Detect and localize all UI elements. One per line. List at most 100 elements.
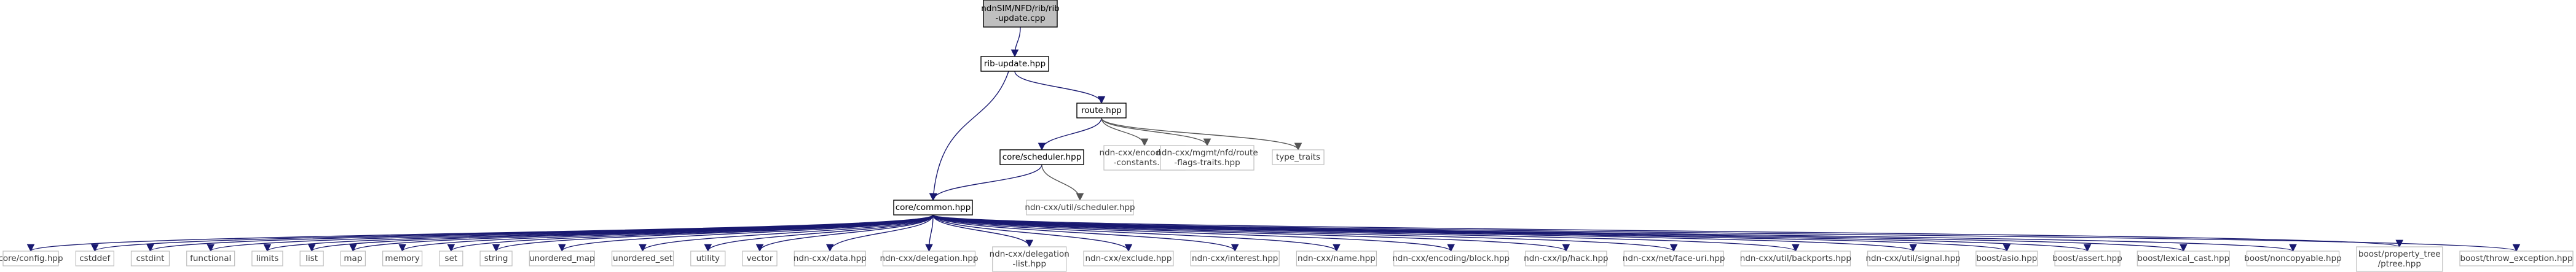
- node-memory: memory: [382, 251, 423, 266]
- node-box: [980, 56, 1049, 72]
- node-box: [439, 251, 463, 266]
- edge-core_common-to-lp_hack: [932, 214, 1570, 252]
- node-label: ndn-cxx/util/backports.hpp: [1740, 254, 1851, 263]
- node-box: [1525, 251, 1607, 266]
- node-label: ndn-cxx/util/scheduler.hpp: [1025, 203, 1135, 212]
- node-label: memory: [385, 254, 419, 263]
- node-root[interactable]: ndnSIM/NFD/rib/rib-update.cpp: [981, 0, 1060, 28]
- node-box: [1867, 251, 1960, 266]
- node-noncopyable: boost/noncopyable.hpp: [2244, 251, 2342, 266]
- edge-core_common-to-string: [492, 214, 934, 252]
- node-box: [2137, 251, 2230, 266]
- node-core-common[interactable]: core/common.hpp: [893, 200, 973, 216]
- edge-core_common-to-interest_hpp: [932, 214, 1239, 252]
- edge-core_common-to-block_hpp: [932, 214, 1455, 252]
- node-label: unordered_map: [529, 254, 594, 263]
- node-data-hpp: ndn-cxx/data.hpp: [794, 251, 867, 266]
- node-rib-update-hpp[interactable]: rib-update.hpp: [980, 56, 1049, 72]
- node-label: ndn-cxx/mgmt/nfd/route: [1156, 148, 1258, 158]
- edge-route_hpp-to-nfd_constants: [1101, 117, 1149, 147]
- node-util-scheduler: ndn-cxx/util/scheduler.hpp: [1025, 200, 1135, 216]
- node-list: list: [299, 251, 324, 266]
- node-backports: ndn-cxx/util/backports.hpp: [1740, 251, 1851, 266]
- node-box: [2246, 251, 2340, 266]
- node-box: [611, 251, 674, 266]
- node-label: boost/assert.hpp: [2052, 254, 2122, 263]
- edge-core_common-to-name_hpp: [932, 214, 1341, 252]
- node-label: boost/property_tree: [2358, 249, 2441, 259]
- node-throw-exception: boost/throw_exception.hpp: [2459, 251, 2574, 266]
- node-label: -constants.hpp: [1114, 158, 1176, 168]
- node-functional: functional: [186, 251, 235, 266]
- node-box: [690, 251, 726, 266]
- node-vector: vector: [742, 251, 778, 266]
- node-box: [893, 200, 973, 216]
- node-name-hpp: ndn-cxx/name.hpp: [1296, 251, 1377, 266]
- node-box: [1623, 251, 1724, 266]
- edge-route_hpp-to-type_traits: [1101, 117, 1302, 151]
- edge-core_common-to-vector: [755, 214, 934, 252]
- node-box: [75, 251, 114, 266]
- node-box: [2, 251, 59, 266]
- node-label: cstddef: [79, 254, 111, 263]
- node-label: ndn-cxx/net/face-uri.hpp: [1623, 254, 1725, 263]
- node-delegation-hpp: ndn-cxx/delegation.hpp: [880, 251, 979, 266]
- node-interest-hpp: ndn-cxx/interest.hpp: [1190, 251, 1280, 266]
- node-label: ndn-cxx/encoding/block.hpp: [1392, 254, 1510, 263]
- node-label: map: [344, 254, 362, 263]
- edge-rib_update_hpp-to-route_hpp: [1014, 71, 1106, 104]
- node-limits: limits: [251, 251, 283, 266]
- node-map: map: [340, 251, 366, 266]
- node-label: utility: [696, 254, 720, 263]
- edge-core_common-to-noncopyable: [932, 214, 2296, 252]
- node-box: [186, 251, 235, 266]
- node-unordered-map: unordered_map: [529, 251, 595, 266]
- edge-root-to-rib_update_hpp: [1010, 26, 1021, 58]
- node-label: ndn-cxx/name.hpp: [1298, 254, 1376, 263]
- node-box: [742, 251, 778, 266]
- node-box: [1190, 251, 1280, 266]
- node-cstdint: cstdint: [130, 251, 170, 266]
- node-box: [1296, 251, 1377, 266]
- node-label: boost/throw_exception.hpp: [2460, 254, 2572, 263]
- node-label: -list.hpp: [1012, 259, 1046, 269]
- node-box: [1975, 251, 2038, 266]
- node-label: route.hpp: [1081, 106, 1122, 115]
- node-label: core/scheduler.hpp: [1002, 152, 1082, 162]
- node-lexical-cast: boost/lexical_cast.hpp: [2137, 251, 2230, 266]
- node-box: [1083, 251, 1174, 266]
- node-block-hpp: ndn-cxx/encoding/block.hpp: [1392, 251, 1510, 266]
- edge-core_scheduler-to-core_common: [929, 164, 1042, 201]
- edge-core_common-to-property_tree: [932, 214, 2403, 248]
- node-cstddef: cstddef: [75, 251, 114, 266]
- node-label: boost/lexical_cast.hpp: [2137, 254, 2229, 263]
- node-core-scheduler[interactable]: core/scheduler.hpp: [999, 149, 1084, 165]
- node-label: rib-update.hpp: [984, 59, 1046, 69]
- node-label: list: [305, 254, 318, 263]
- node-delegation-list: ndn-cxx/delegation-list.hpp: [990, 246, 1069, 272]
- edge-core_common-to-face_uri: [932, 214, 1677, 252]
- edge-rib_update_hpp-to-core_common: [929, 71, 1009, 201]
- node-box: [1076, 103, 1127, 119]
- node-label: ndn-cxx/delegation.hpp: [880, 254, 978, 263]
- node-label: type_traits: [1276, 152, 1320, 162]
- node-label: boost/noncopyable.hpp: [2244, 254, 2341, 263]
- node-utility: utility: [690, 251, 726, 266]
- edge-core_scheduler-to-util_scheduler: [1041, 164, 1084, 201]
- node-face-uri: ndn-cxx/net/face-uri.hpp: [1623, 251, 1725, 266]
- node-box: [1026, 200, 1134, 216]
- edge-core_common-to-unordered_map: [558, 214, 934, 252]
- edges-layer: [27, 26, 2520, 252]
- node-label: core/common.hpp: [896, 203, 971, 212]
- node-label: set: [445, 254, 458, 263]
- edge-core_common-to-exclude_hpp: [932, 214, 1133, 252]
- node-box: [130, 251, 170, 266]
- node-label: string: [484, 254, 508, 263]
- node-label: -flags-traits.hpp: [1174, 158, 1240, 168]
- node-route-hpp[interactable]: route.hpp: [1076, 103, 1127, 119]
- edge-core_common-to-data_hpp: [826, 214, 934, 252]
- node-lp-hack: ndn-cxx/lp/hack.hpp: [1524, 251, 1609, 266]
- edge-core_common-to-cstddef: [91, 214, 934, 252]
- node-label: limits: [256, 254, 279, 263]
